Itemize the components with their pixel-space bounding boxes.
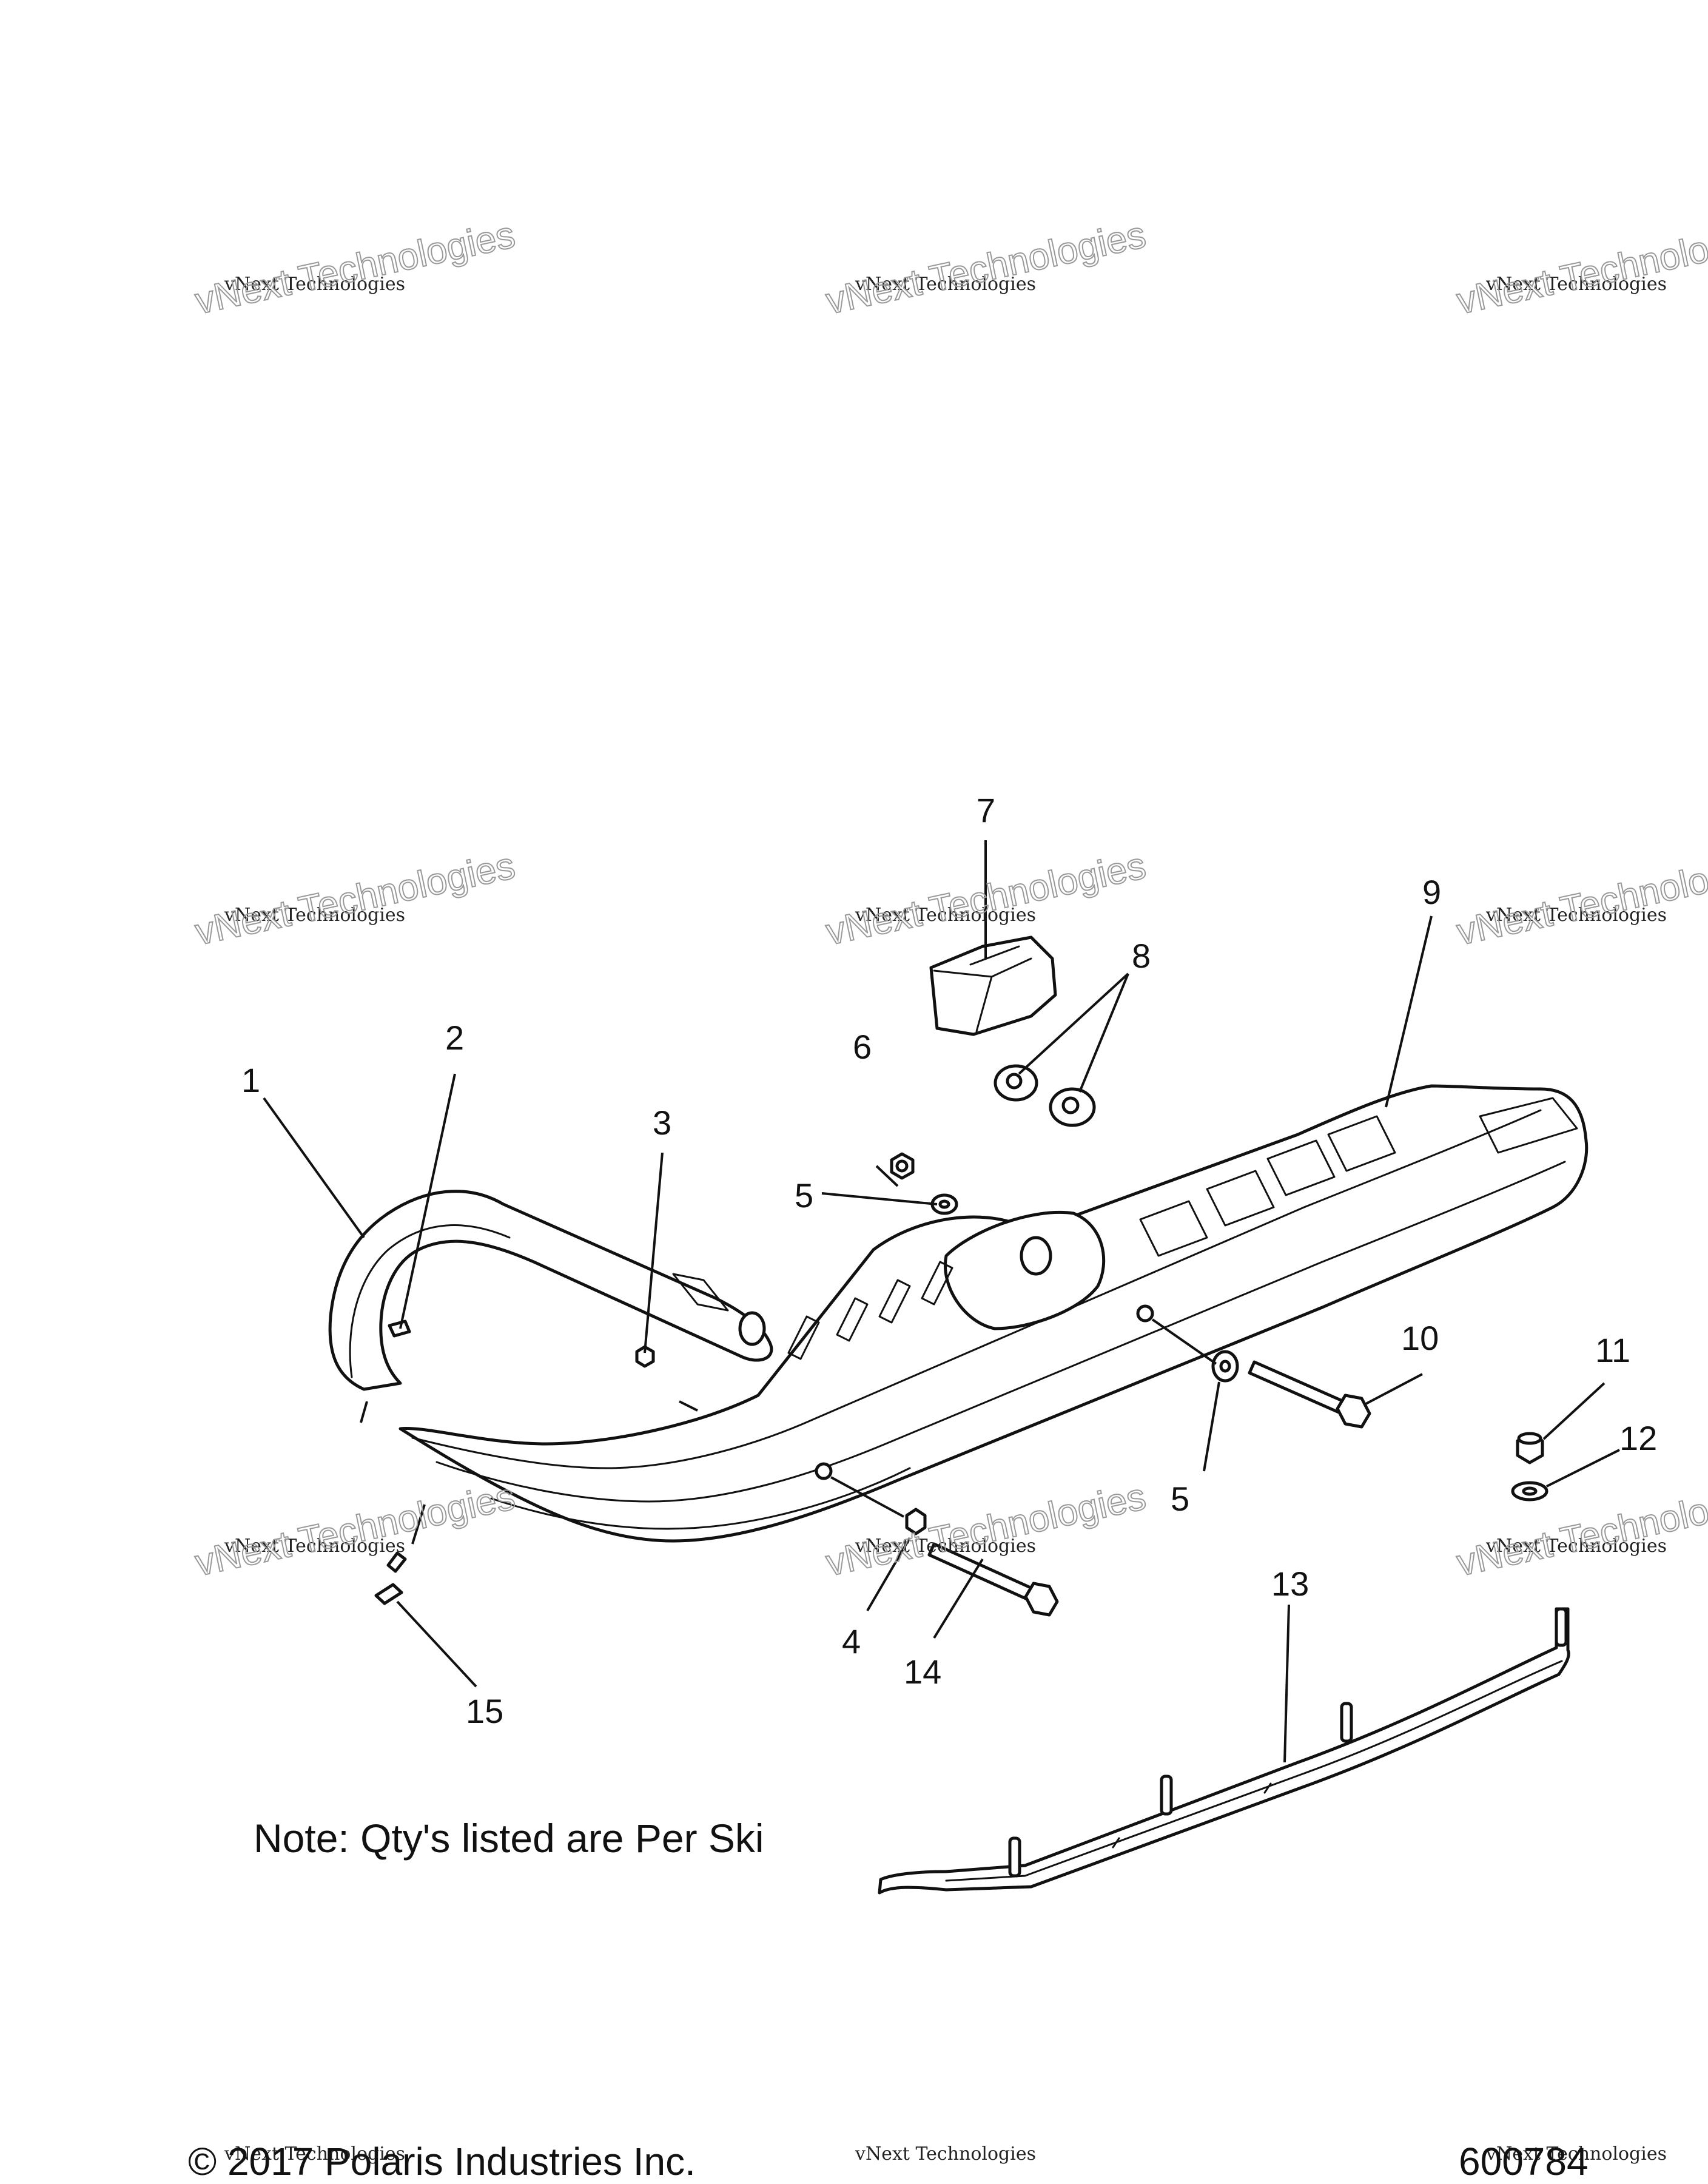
washer-part-5-upper: [930, 1193, 958, 1215]
lock-nut-part-11: [1516, 1432, 1544, 1464]
callout-1: 1: [241, 1061, 260, 1099]
watermark: vNext Technologies vNext Technologies: [822, 213, 1150, 323]
svg-text:vNext Technologies: vNext Technologies: [224, 905, 405, 926]
svg-text:vNext Technologies: vNext Technologies: [1485, 1535, 1667, 1557]
svg-text:vNext Technologies: vNext Technologies: [1485, 274, 1667, 295]
svg-text:vNext Technologies: vNext Technologies: [855, 274, 1036, 295]
nut-part-6: [890, 1152, 915, 1180]
svg-text:vNext Technologies: vNext Technologies: [192, 844, 519, 953]
quantity-note: Note: Qty's listed are Per Ski: [254, 1816, 764, 1861]
wear-block-part: [929, 935, 1057, 1036]
washer-part-5-lower: [1211, 1350, 1239, 1383]
watermark: vNext Technologies: [855, 2143, 1036, 2165]
svg-text:vNext Technologies: vNext Technologies: [224, 274, 405, 295]
callout-13: 13: [1271, 1565, 1309, 1603]
svg-text:vNext Technologies: vNext Technologies: [855, 905, 1036, 926]
svg-text:vNext Technologies: vNext Technologies: [1453, 1475, 1708, 1584]
rivet-part-2: [388, 1320, 411, 1338]
svg-text:vNext Technologies: vNext Technologies: [855, 1535, 1036, 1557]
watermark: vNext Technologies vNext Technologies: [1453, 213, 1708, 323]
watermark: vNext Technologies: [1485, 2143, 1667, 2165]
bolt-part-14: [927, 1542, 1059, 1617]
svg-text:vNext Technologies: vNext Technologies: [1485, 2143, 1667, 2165]
watermark: vNext Technologies vNext Technologies: [191, 1475, 519, 1585]
figure-number: 600784: [1459, 2140, 1589, 2183]
callout-5-lower: 5: [1171, 1480, 1189, 1518]
ski-loop-part: [328, 1190, 773, 1391]
callout-15: 15: [466, 1692, 503, 1730]
callout-4: 4: [842, 1622, 861, 1660]
watermark: vNext Technologies vNext Technologies: [1453, 844, 1708, 954]
leader-lines: [263, 840, 1620, 1763]
callout-8: 8: [1132, 937, 1151, 975]
svg-text:vNext Technologies: vNext Technologies: [192, 214, 519, 322]
bolt-part-10: [1248, 1360, 1371, 1429]
callout-9: 9: [1422, 873, 1441, 911]
ski-body-part: [398, 1084, 1589, 1543]
watermark: vNext Technologies: [224, 2143, 405, 2165]
callout-2: 2: [445, 1019, 464, 1057]
watermark: vNext Technologies vNext Technologies: [191, 213, 519, 323]
washer-part-12: [1511, 1481, 1548, 1502]
callout-5-upper: 5: [795, 1176, 813, 1215]
callout-14: 14: [904, 1653, 941, 1691]
wear-bar-part-13: [878, 1607, 1570, 1895]
svg-text:vNext Technologies: vNext Technologies: [1453, 844, 1708, 953]
bushing-parts: [994, 1064, 1096, 1127]
svg-text:vNext Technologies: vNext Technologies: [192, 1475, 519, 1584]
callout-3: 3: [653, 1104, 671, 1142]
nut-part-4: [905, 1508, 927, 1535]
screw-part-15: [374, 1551, 407, 1605]
copyright-text: © 2017 Polaris Industries Inc.: [188, 2140, 696, 2183]
callout-11: 11: [1595, 1331, 1630, 1369]
callout-labels: 1 2 3 4 5 5 6 7 8 9 10 11 12 13 14 15: [241, 791, 1657, 1730]
watermark: vNext Technologies vNext Technologies: [191, 844, 519, 954]
svg-text:vNext Technologies: vNext Technologies: [1453, 214, 1708, 322]
callout-12: 12: [1619, 1419, 1657, 1457]
svg-text:vNext Technologies: vNext Technologies: [1485, 905, 1667, 926]
svg-text:vNext Technologies: vNext Technologies: [224, 2143, 405, 2165]
watermark: vNext Technologies vNext Technologies: [1453, 1475, 1708, 1585]
svg-text:vNext Technologies: vNext Technologies: [224, 1535, 405, 1557]
svg-text:vNext Technologies: vNext Technologies: [822, 214, 1149, 322]
callout-10: 10: [1401, 1319, 1439, 1357]
callout-7: 7: [977, 791, 995, 829]
callout-6: 6: [853, 1028, 872, 1066]
svg-text:vNext Technologies: vNext Technologies: [855, 2143, 1036, 2165]
